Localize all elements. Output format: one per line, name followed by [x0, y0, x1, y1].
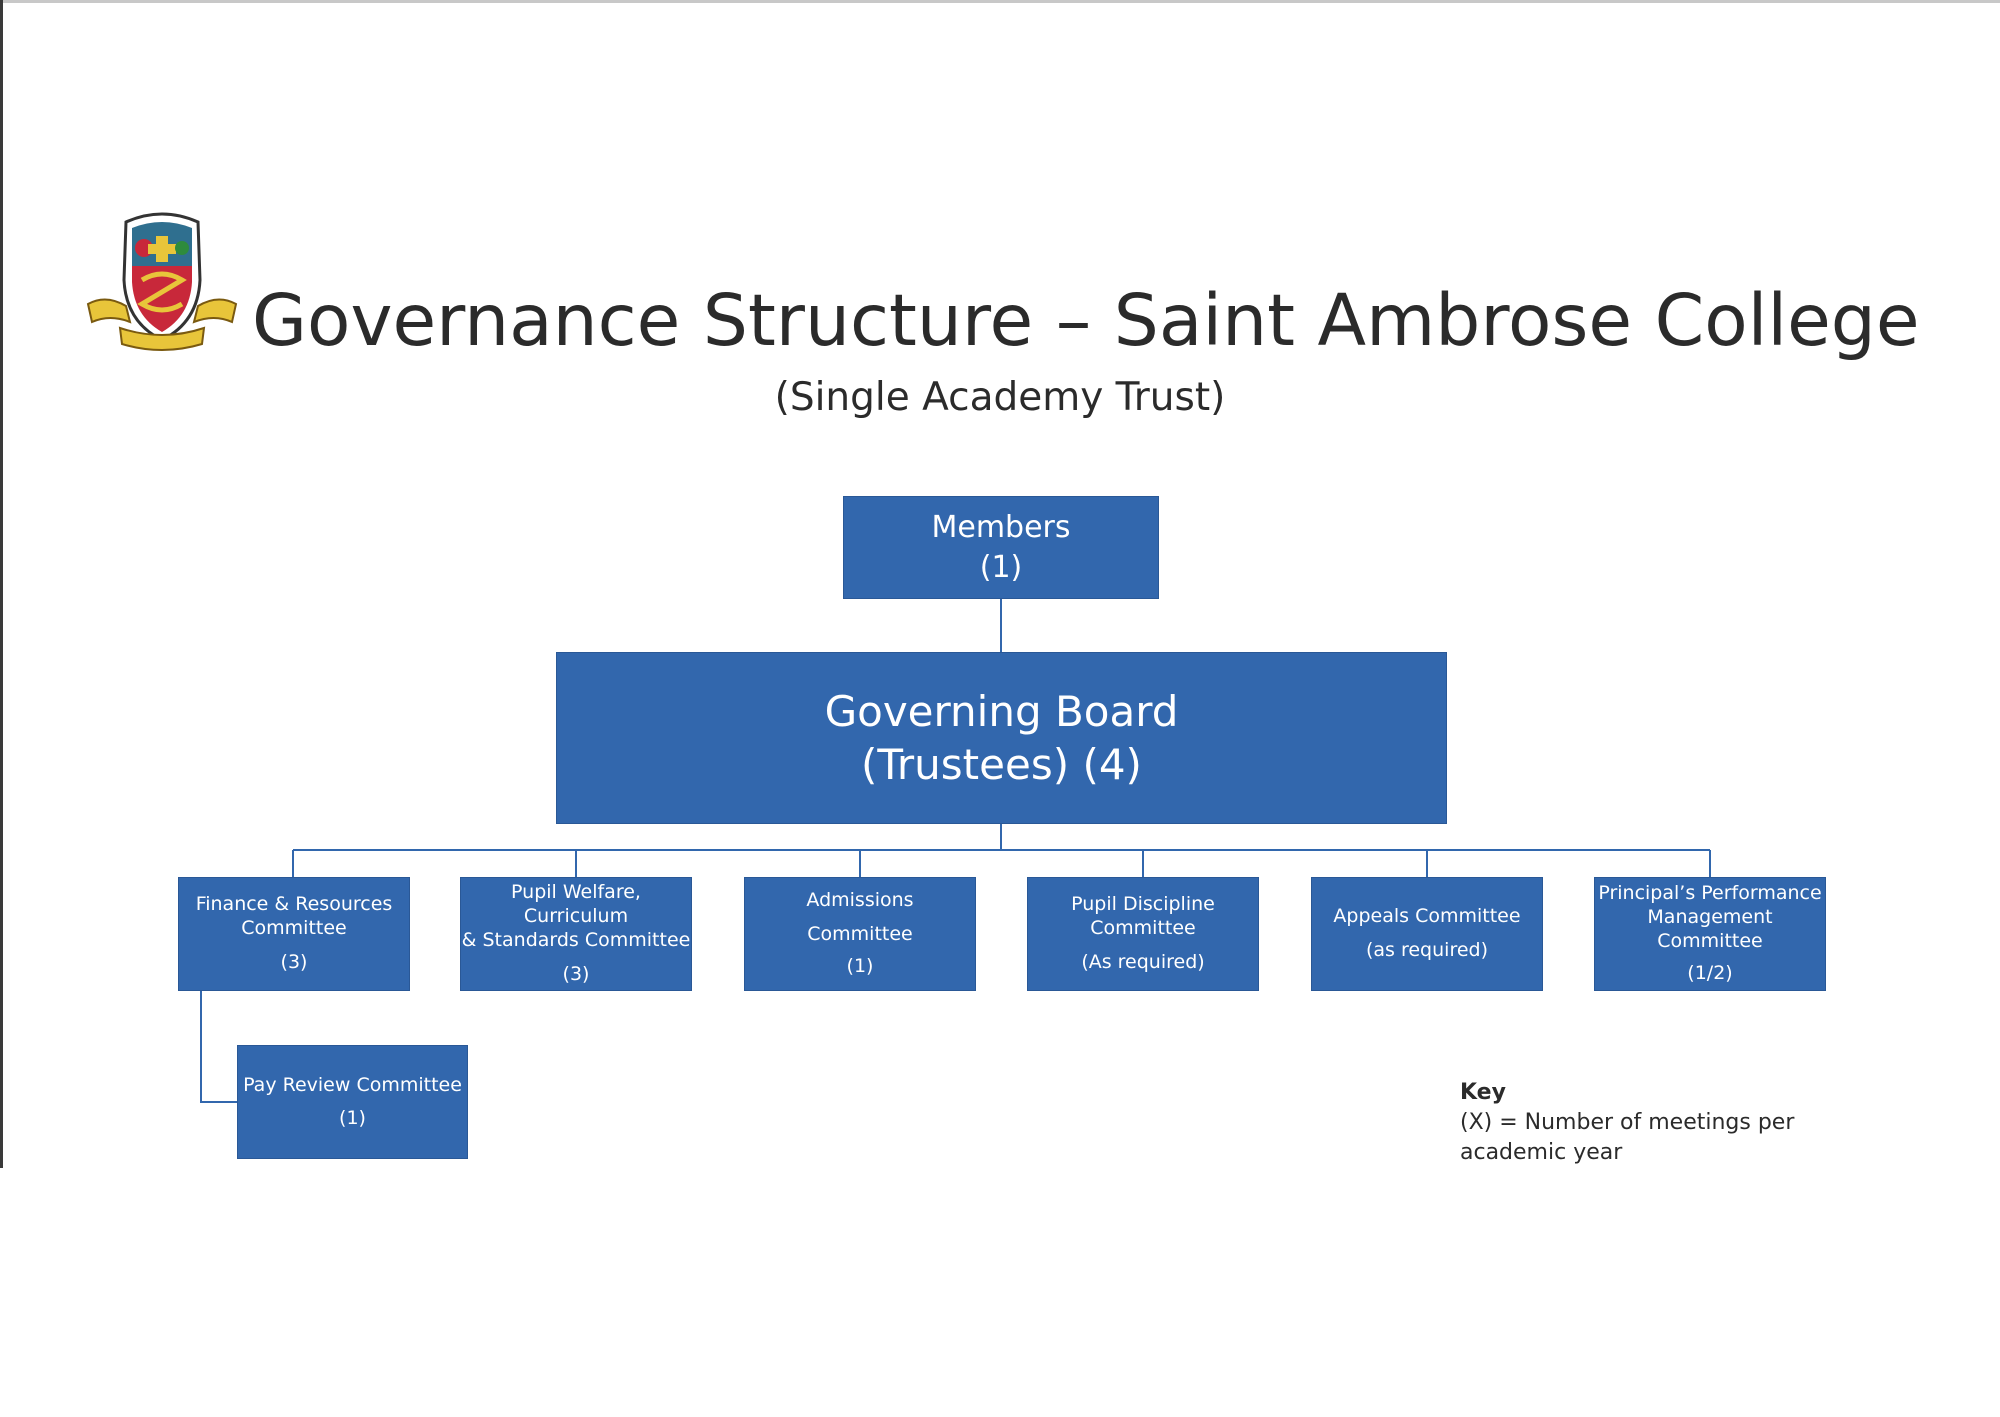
committee-meetings: (As required): [1081, 950, 1205, 973]
members-box: Members (1): [843, 496, 1159, 599]
page-title: Governance Structure – Saint Ambrose Col…: [252, 279, 1920, 362]
chart-key: Key (X) = Number of meetings per academi…: [1460, 1078, 1820, 1168]
committee-label-line-1: Appeals Committee: [1333, 904, 1521, 927]
pupil-welfare-committee-box: Pupil Welfare, Curriculum & Standards Co…: [460, 877, 692, 991]
committee-label-line-1: Principal’s Performance: [1598, 881, 1822, 904]
committee-meetings: (1/2): [1687, 961, 1733, 984]
governing-board-box: Governing Board (Trustees) (4): [556, 652, 1447, 824]
committee-label-line-1: Finance & Resources: [195, 892, 393, 915]
committee-meetings: (3): [280, 950, 308, 973]
appeals-committee-box: Appeals Committee (as required): [1311, 877, 1543, 991]
committee-label-line-2: Committee: [807, 922, 913, 945]
committee-label-line-1: Admissions: [806, 888, 914, 911]
committee-label-line-2: Committee: [1090, 916, 1196, 939]
members-meetings: (1): [979, 549, 1023, 585]
committee-meetings: (as required): [1365, 938, 1488, 961]
scan-edge-top: [0, 0, 2000, 3]
key-title: Key: [1460, 1080, 1506, 1105]
pupil-discipline-committee-box: Pupil Discipline Committee (As required): [1027, 877, 1259, 991]
committee-label-line-1: Pupil Welfare, Curriculum: [511, 880, 641, 927]
governing-board-label: Governing Board: [824, 687, 1179, 736]
connector-finance-pay-review: [200, 991, 237, 1103]
admissions-committee-box: Admissions Committee (1): [744, 877, 976, 991]
key-text: (X) = Number of meetings per academic ye…: [1460, 1110, 1795, 1165]
college-crest-logo: [86, 212, 238, 351]
scan-edge-left: [0, 0, 3, 1168]
committee-label-line-1: Pupil Discipline: [1071, 892, 1215, 915]
committee-meetings: (1): [846, 954, 874, 977]
pay-review-committee-box: Pay Review Committee (1): [237, 1045, 468, 1159]
committee-label-line-2: Management Committee: [1647, 905, 1773, 952]
page-subtitle: (Single Academy Trust): [774, 375, 1226, 420]
pay-review-label: Pay Review Committee: [243, 1074, 462, 1096]
pay-review-meetings: (1): [339, 1107, 366, 1129]
principals-performance-committee-box: Principal’s Performance Management Commi…: [1594, 877, 1826, 991]
committee-meetings: (3): [562, 962, 590, 985]
finance-resources-committee-box: Finance & Resources Committee (3): [178, 877, 410, 991]
committee-label-line-2: & Standards Committee: [461, 928, 691, 951]
members-label: Members: [931, 509, 1071, 545]
governing-board-trustees: (Trustees) (4): [861, 740, 1142, 789]
committee-label-line-2: Committee: [241, 916, 347, 939]
